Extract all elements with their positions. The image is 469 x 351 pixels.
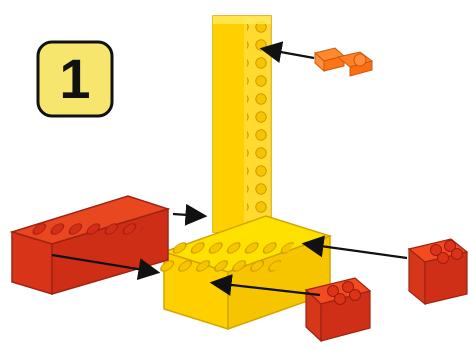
long-brick-arrow-top	[173, 214, 203, 216]
long-red-brick	[12, 196, 168, 294]
small-red-brick-right	[409, 239, 467, 304]
small-red-brick-left	[306, 278, 370, 341]
orange-pin-icon	[315, 48, 372, 76]
step-number: 1	[59, 47, 90, 110]
step-badge: 1	[38, 42, 112, 116]
horizontal-yellow-base	[152, 216, 330, 329]
vertical-yellow-beam	[213, 16, 271, 232]
